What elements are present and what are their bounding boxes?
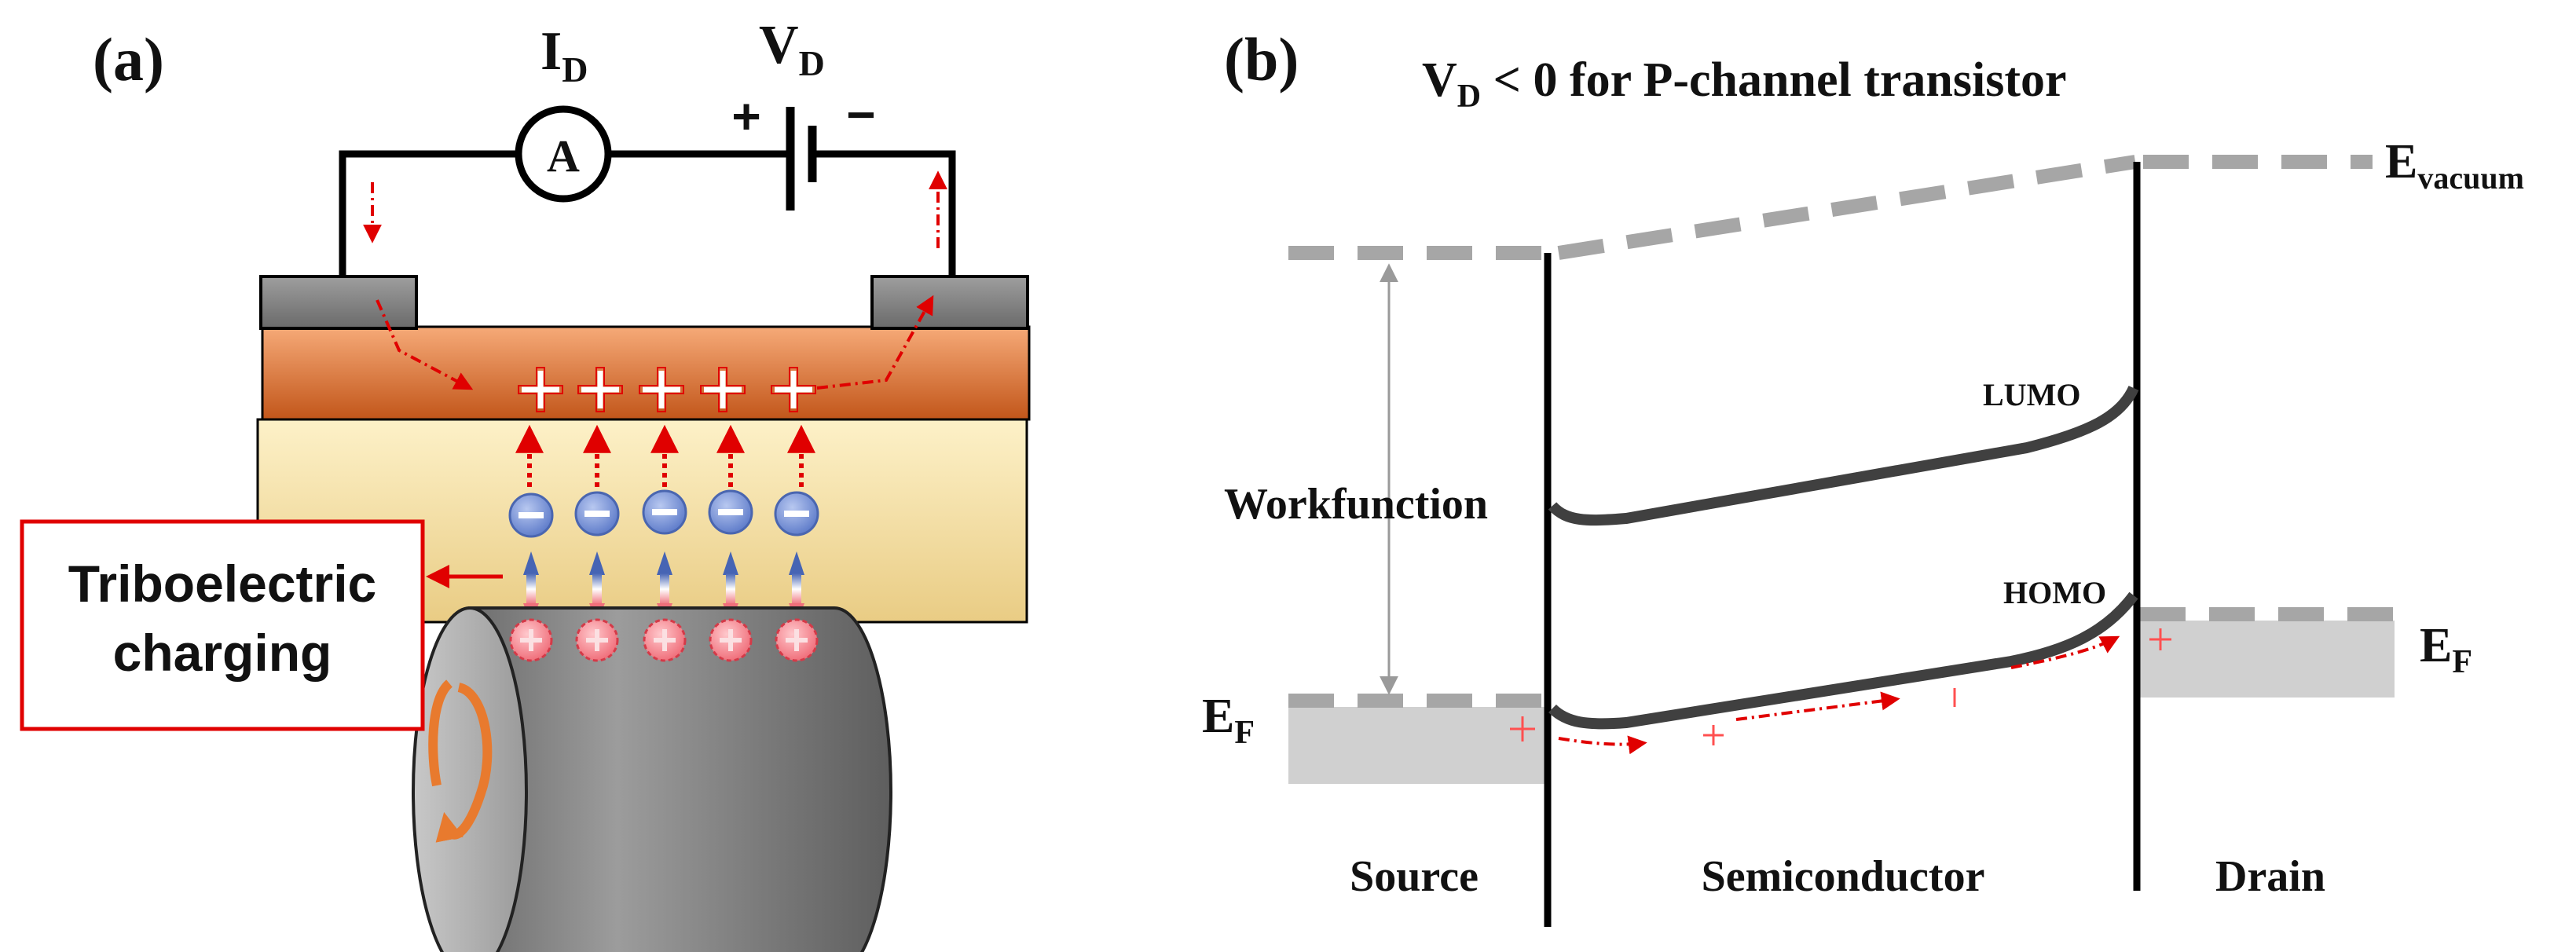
- lumo-band: [1548, 385, 2139, 526]
- trapped-electrons: [508, 489, 819, 538]
- panel-b-label: (b): [1224, 25, 1299, 93]
- workfunction-label: Workfunction: [1224, 480, 1488, 529]
- tribo-hole-4: [709, 618, 753, 662]
- drain-electrode: [870, 275, 1029, 330]
- source-electrode: [259, 275, 418, 330]
- tribo-hole-2: [575, 618, 619, 662]
- source-label: Source: [1350, 852, 1479, 901]
- hole-transport-arrow: [1558, 735, 1647, 755]
- induced-holes: [522, 371, 812, 408]
- channel-current-right: [816, 295, 934, 390]
- hole-source: [1510, 716, 1535, 741]
- lumo-label: LUMO: [1983, 377, 2080, 412]
- triboelectric-line-2: charging: [113, 624, 332, 682]
- panel-a-label: (a): [93, 25, 164, 93]
- drain-fermi-label: EF: [2420, 619, 2472, 680]
- triboelectric-box: [20, 519, 425, 731]
- electron-1: [508, 492, 554, 538]
- rotation-arrow-icon: [435, 683, 493, 843]
- hole-plus-3: [643, 371, 680, 408]
- battery-minus-sign: −: [846, 86, 875, 143]
- homo-label: HOMO: [2003, 575, 2106, 610]
- electron-4: [708, 489, 753, 535]
- triboelectric-holes: [509, 618, 819, 662]
- hole-plus-4: [704, 371, 742, 408]
- triboelectric-line-1: Triboelectric: [68, 555, 377, 613]
- panel-b: (b) VD < 0 for P-channel transistor Evac…: [1202, 25, 2524, 927]
- hole-plus-outlines: [518, 367, 816, 412]
- ammeter: A: [515, 105, 612, 203]
- hole-plus-2: [581, 371, 619, 408]
- drain-metal-block: [2140, 621, 2395, 698]
- hole-mid-1: [1703, 725, 1724, 745]
- source-metal-block: [1288, 707, 1548, 784]
- ammeter-symbol: A: [547, 130, 580, 181]
- current-label: ID: [540, 21, 588, 90]
- source-fermi-label: EF: [1202, 690, 1255, 751]
- battery-plus-sign: +: [731, 88, 760, 145]
- hole-transport-arrow-2: [1735, 691, 1900, 721]
- hole-plus-5: [775, 371, 812, 408]
- homo-band: [1548, 591, 2138, 730]
- e-vacuum-label: Evacuum: [2385, 135, 2524, 196]
- rotating-cylinder: [412, 606, 892, 952]
- electron-2: [574, 491, 620, 536]
- tribo-hole-5: [775, 618, 819, 662]
- circuit-wires: [339, 150, 956, 276]
- vacuum-level: [1288, 155, 2373, 260]
- tribo-hole-3: [643, 618, 687, 662]
- hole-transport-arrow-3: [2010, 635, 2120, 669]
- battery: [786, 107, 817, 211]
- panel-b-title: VD < 0 for P-channel transistor: [1422, 53, 2067, 115]
- hole-drain: [2149, 628, 2171, 650]
- electron-3: [642, 489, 687, 535]
- channel-current-left: [376, 299, 474, 390]
- semiconductor-label: Semiconductor: [1702, 852, 1985, 901]
- panel-a: (a) A ID VD + −: [20, 15, 1031, 952]
- tribo-hole-1: [509, 618, 553, 662]
- drain-label: Drain: [2215, 852, 2325, 901]
- charge-coupling-arrows: [515, 424, 815, 487]
- voltage-label: VD: [759, 15, 825, 83]
- hole-plus-1: [522, 371, 559, 408]
- transported-holes: [1510, 628, 2171, 745]
- electron-5: [774, 491, 819, 536]
- semiconductor-layer: [261, 325, 1031, 421]
